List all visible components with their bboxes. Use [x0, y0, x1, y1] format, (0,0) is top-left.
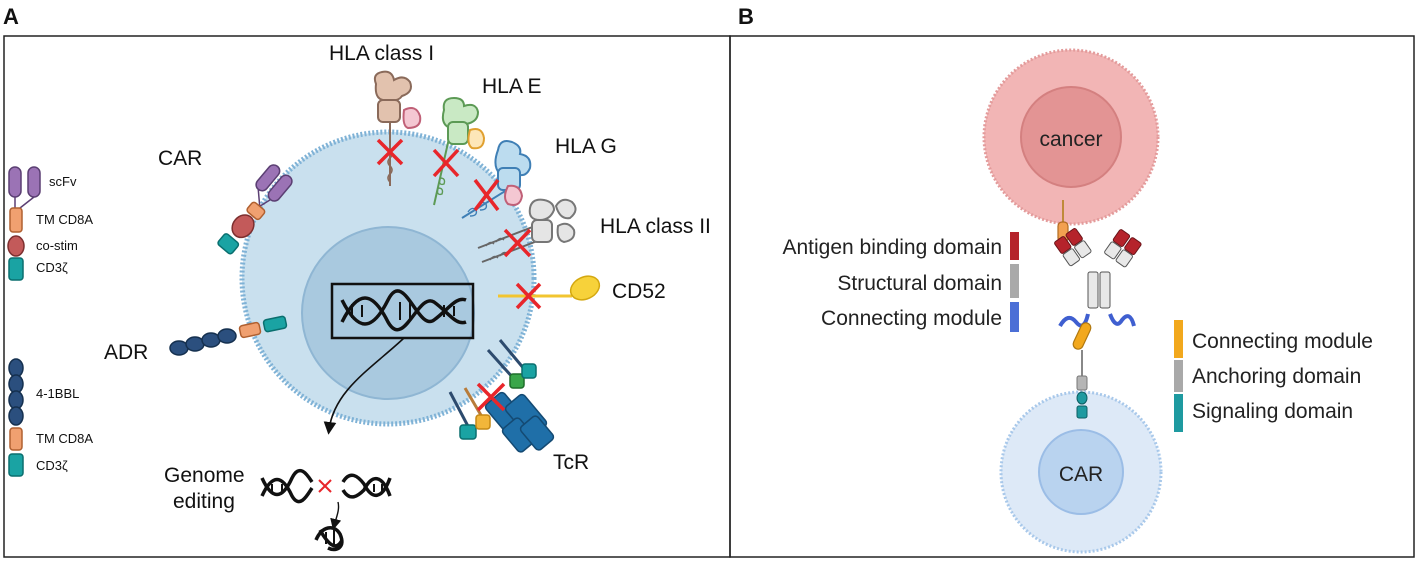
hla-g-knockout-cross — [473, 178, 500, 212]
cancer-nucleus — [1020, 86, 1122, 188]
legend-color-structural — [1010, 264, 1019, 298]
hla-class-i-label: HLA class I — [329, 42, 434, 65]
car-construct-legend: scFv TM CD8A co-stim CD3ζ — [7, 166, 93, 281]
editing-arrow — [323, 337, 405, 435]
hla-class-ii-label: HLA class II — [600, 215, 711, 238]
legend-connecting-module-right: Connecting module — [1192, 330, 1373, 353]
legend-color-anchoring — [1174, 360, 1183, 392]
legend-tm-cd8a: TM CD8A — [36, 212, 93, 227]
panel-b-letter: B — [738, 4, 754, 29]
hla-e-knockout-cross — [432, 148, 460, 178]
car-receptor — [1054, 228, 1142, 419]
tcr-label: TcR — [553, 451, 589, 474]
legend-color-signaling — [1174, 394, 1183, 432]
car-cell-label: CAR — [1059, 463, 1103, 486]
legend-color-connecting-right — [1174, 320, 1183, 358]
adr-label: ADR — [104, 341, 148, 364]
car-cell-nucleus — [1038, 429, 1124, 515]
panel-b-right-legend: Connecting module Anchoring domain Signa… — [1174, 320, 1373, 432]
panel-a-letter: A — [3, 4, 19, 29]
tcr-complex — [448, 339, 555, 453]
cancer-label: cancer — [1039, 128, 1102, 151]
dna-box — [330, 282, 475, 340]
hla-e-molecule — [433, 96, 486, 206]
panel-b-frame — [729, 35, 1415, 558]
genome-editing-label-line2: editing — [173, 490, 235, 513]
dna-fragment-right — [341, 473, 392, 499]
legend-structural-domain: Structural domain — [837, 272, 1002, 295]
car-label: CAR — [158, 147, 202, 170]
legend-co-stim: co-stim — [36, 238, 78, 253]
legend-color-antigen-binding — [1010, 232, 1019, 260]
panel-b: cancer CAR — [783, 48, 1373, 554]
panel-a: HLA class I HLA E HLA G — [7, 42, 711, 552]
hla-e-label: HLA E — [482, 75, 542, 98]
legend-connecting-module-left: Connecting module — [821, 307, 1002, 330]
genome-editing-label-line1: Genome — [164, 464, 245, 487]
cd52-molecule — [498, 275, 601, 301]
legend-scfv: scFv — [49, 174, 77, 189]
legend-adr-cd3z: CD3ζ — [36, 458, 68, 473]
adr-molecule — [169, 315, 288, 356]
legend-adr-tm-cd8a: TM CD8A — [36, 431, 93, 446]
legend-signaling-domain: Signaling domain — [1192, 400, 1353, 423]
hla-g-molecule — [461, 140, 532, 219]
tcr-knockout-cross — [476, 382, 506, 412]
legend-cd3z: CD3ζ — [36, 260, 68, 275]
legend-color-connecting-left — [1010, 302, 1019, 332]
hla-class-i-molecule — [373, 70, 422, 186]
hla-class-i-knockout-cross — [376, 138, 404, 166]
cut-cross — [318, 479, 332, 493]
adr-construct-legend: 4-1BBL TM CD8A CD3ζ — [8, 358, 93, 477]
dna-fragment-left — [260, 468, 314, 504]
hla-class-ii-molecule — [477, 198, 577, 263]
hla-class-ii-knockout-cross — [503, 228, 532, 258]
cd52-knockout-cross — [515, 282, 542, 310]
cd52-label: CD52 — [612, 280, 666, 303]
legend-anchoring-domain: Anchoring domain — [1192, 365, 1361, 388]
target-antigen — [1057, 200, 1069, 243]
dna-fragment-repaired — [314, 526, 344, 552]
car-molecule — [217, 164, 293, 255]
legend-41bbl: 4-1BBL — [36, 386, 79, 401]
panel-b-left-legend: Antigen binding domain Structural domain… — [783, 232, 1019, 332]
hla-g-label: HLA G — [555, 135, 617, 158]
repair-arrow — [330, 501, 342, 531]
legend-antigen-binding-domain: Antigen binding domain — [783, 236, 1003, 259]
